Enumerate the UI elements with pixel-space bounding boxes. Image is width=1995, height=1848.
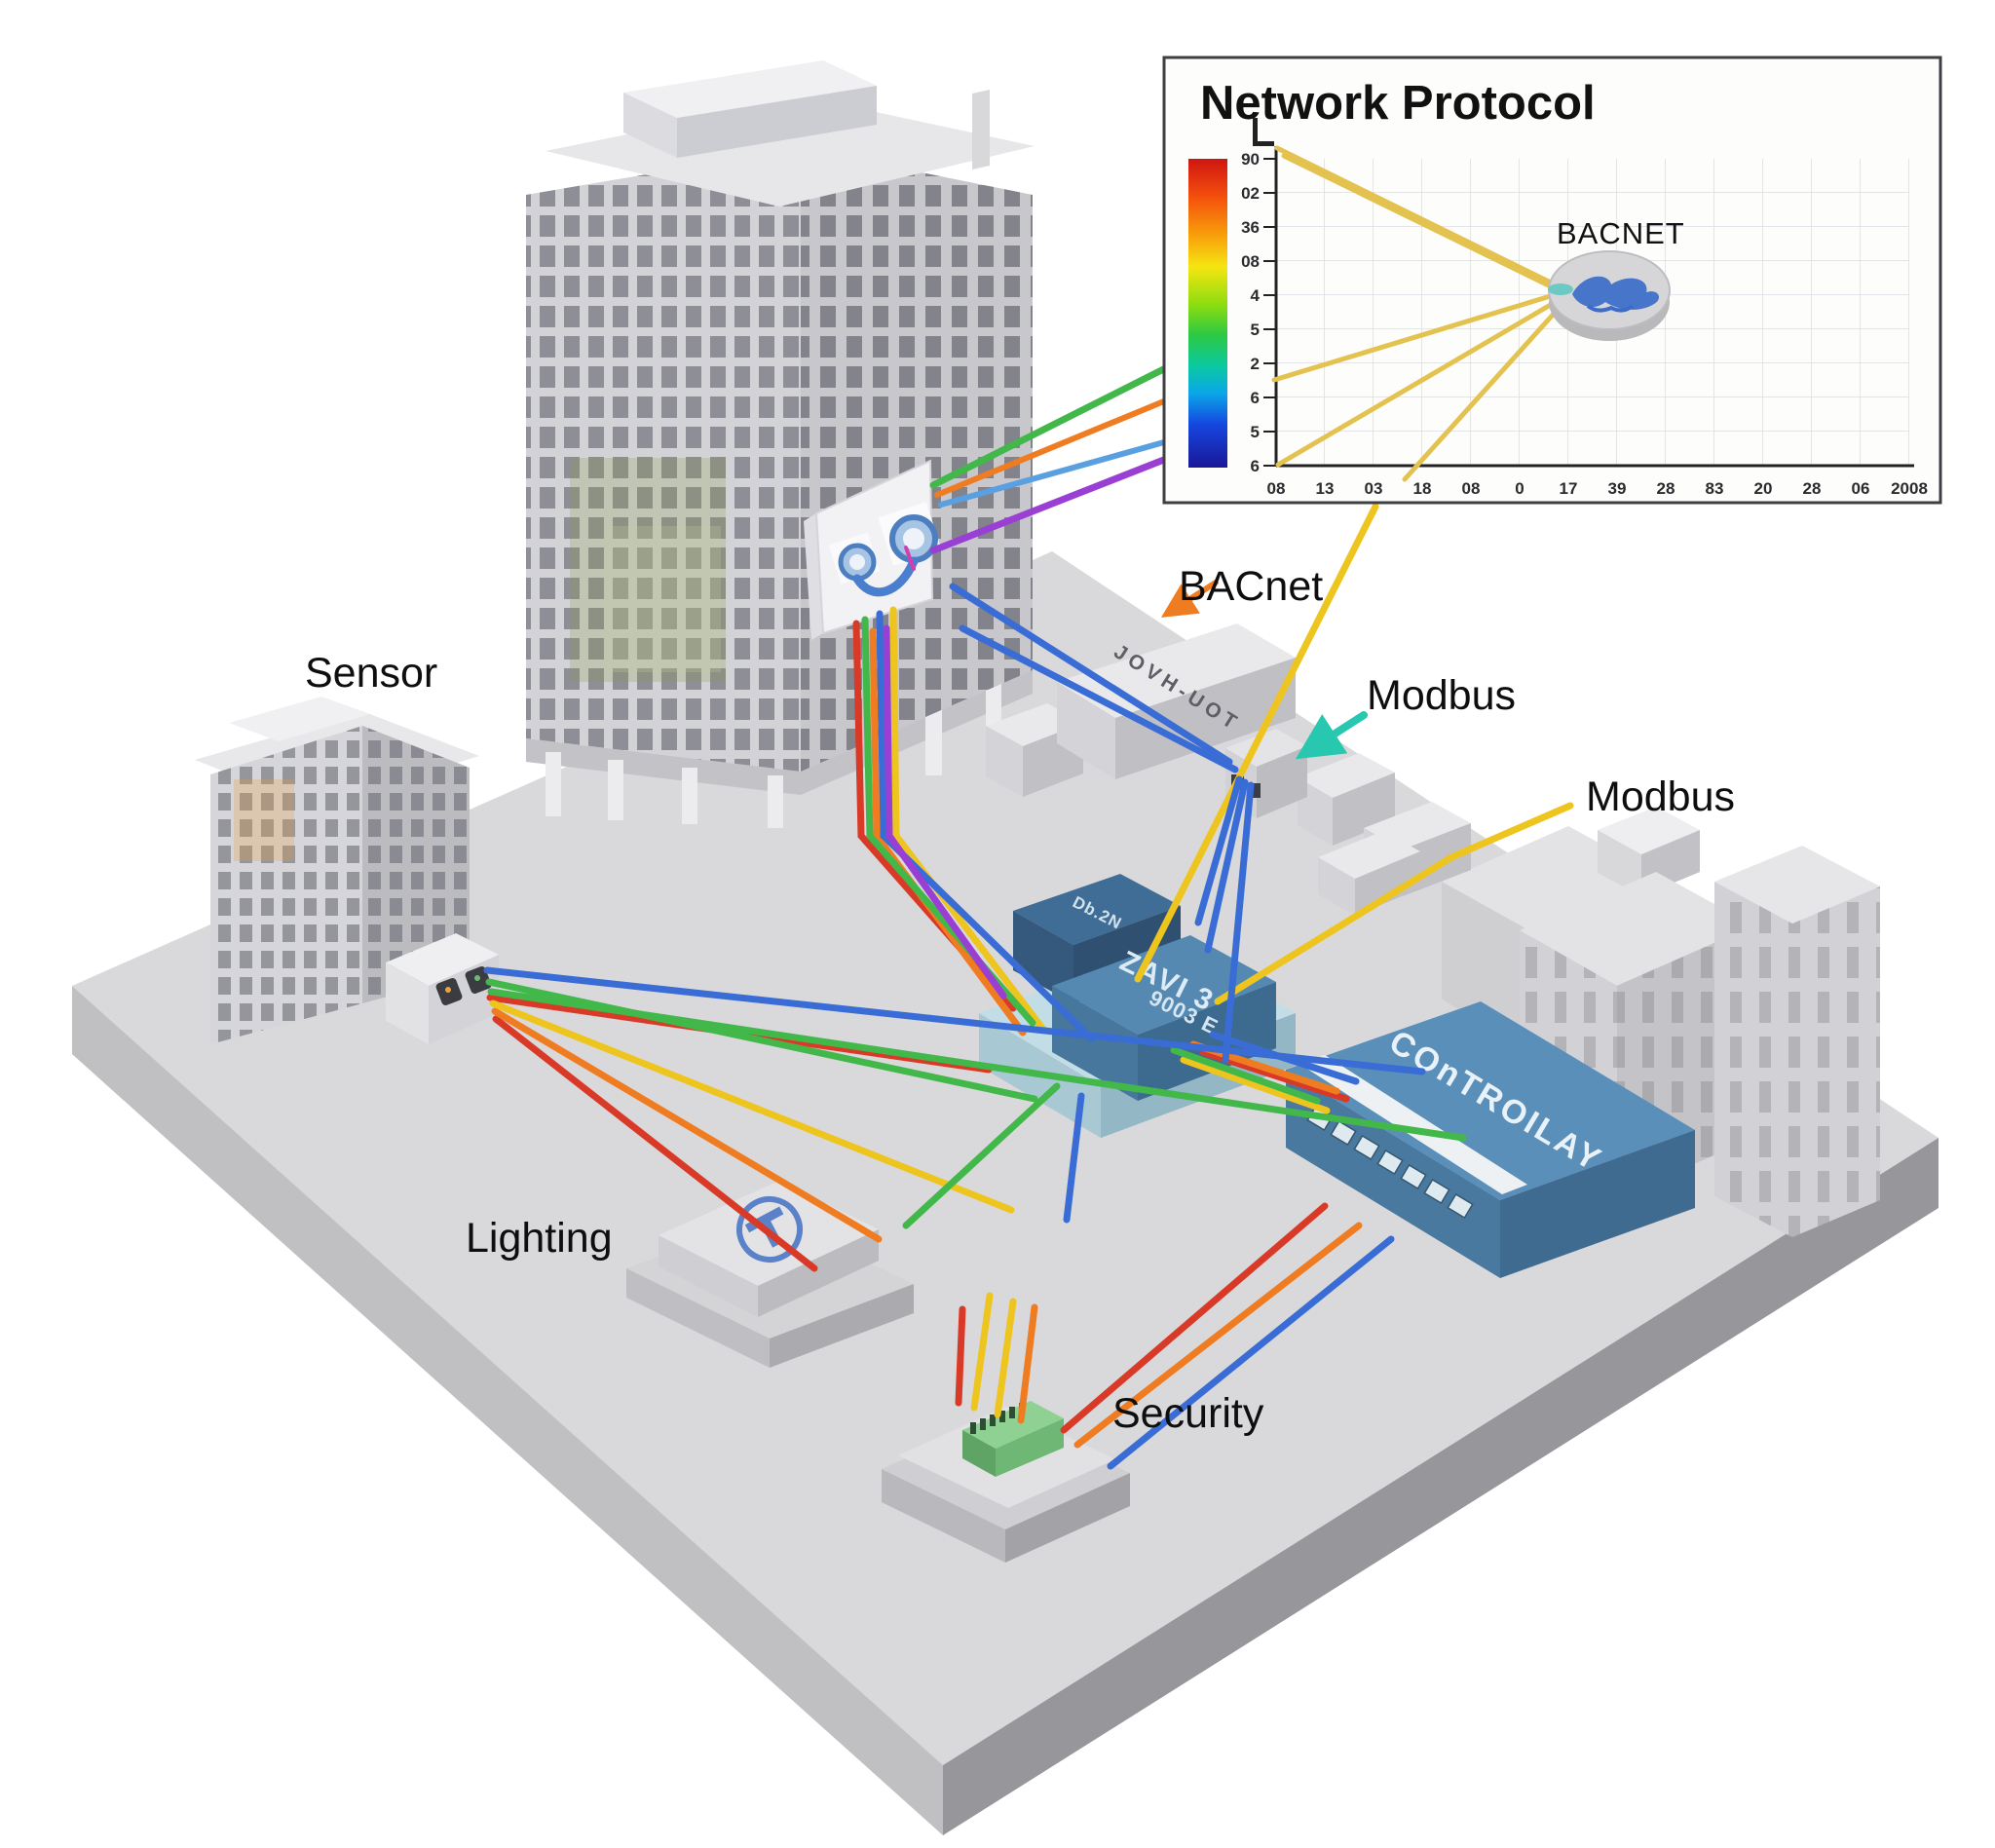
xtick: 2008 <box>1891 479 1928 498</box>
xtick: 28 <box>1657 479 1675 498</box>
yellow-cables <box>489 503 1574 1418</box>
ytick: 5 <box>1251 321 1260 339</box>
xtick: 03 <box>1365 479 1383 498</box>
xtick: 18 <box>1413 479 1432 498</box>
inset-title: Network Protocol <box>1200 77 1596 130</box>
xtick: 13 <box>1316 479 1335 498</box>
hub-main-box: ZAVI 3 9003 E <box>1052 935 1276 1101</box>
blue-cables <box>483 583 1426 1470</box>
modbus-right-label: Modbus <box>1586 773 1735 820</box>
inset-chart: Network Protocol 90 02 36 08 4 5 2 6 5 6… <box>1162 56 1942 505</box>
xtick: 28 <box>1803 479 1822 498</box>
sensor-socket-box <box>386 933 499 1044</box>
wall-panel <box>804 459 942 640</box>
y-tick-labels: 90 02 36 08 4 5 2 6 5 6 <box>1241 150 1260 475</box>
xtick: 06 <box>1852 479 1870 498</box>
ytick: 5 <box>1251 423 1260 441</box>
xtick: 17 <box>1560 479 1578 498</box>
controller-white-stripe <box>1299 1055 1527 1194</box>
xtick: 08 <box>1267 479 1286 498</box>
security-label: Security <box>1112 1390 1264 1437</box>
xtick: 39 <box>1608 479 1627 498</box>
main-tower-building <box>526 60 1035 828</box>
modbus-arrow-icon <box>1295 711 1368 760</box>
ytick: 2 <box>1251 355 1260 373</box>
bacnet-node-disc <box>1548 250 1671 341</box>
controller-box: COnTROILAY <box>1286 1001 1695 1278</box>
purple-cables <box>883 439 1210 999</box>
bacnet-ray-lines <box>1271 145 1565 482</box>
xtick: 83 <box>1706 479 1724 498</box>
security-pad <box>882 1401 1130 1563</box>
ytick: 6 <box>1251 389 1260 407</box>
bacnet-node-label: BACNET <box>1557 216 1685 250</box>
ytick: 90 <box>1241 150 1260 169</box>
ytick: 6 <box>1251 457 1260 475</box>
xtick: 20 <box>1754 479 1773 498</box>
bacnet-node-logo-icon <box>1572 276 1660 310</box>
bacnet-label: BACnet <box>1179 563 1323 610</box>
controller-terminals <box>1306 1105 1474 1220</box>
ytick: 4 <box>1251 286 1261 305</box>
ground-platform <box>72 551 1939 1835</box>
y-axis-ticks <box>1263 158 1276 467</box>
lighting-label: Lighting <box>466 1215 613 1262</box>
xtick: 08 <box>1462 479 1481 498</box>
x-tick-labels: 08 13 03 18 08 0 17 39 28 83 20 28 06 20… <box>1267 479 1928 498</box>
security-terminal-block <box>962 1401 1064 1477</box>
sensor-building <box>195 697 479 1044</box>
ytick: 36 <box>1241 218 1260 237</box>
ytick: 08 <box>1241 252 1260 271</box>
corner-glyph-icon <box>1253 118 1274 146</box>
ytick: 02 <box>1241 184 1260 203</box>
colorbar <box>1188 159 1227 468</box>
right-buildings <box>1442 807 1880 1237</box>
sensor-label: Sensor <box>305 650 437 697</box>
modbus-center-label: Modbus <box>1367 672 1516 719</box>
bacnet-arrow-icon <box>1160 580 1219 618</box>
panel-pink-wire <box>904 546 916 571</box>
xtick: 0 <box>1515 479 1524 498</box>
panel-jumper-cable <box>852 556 919 597</box>
